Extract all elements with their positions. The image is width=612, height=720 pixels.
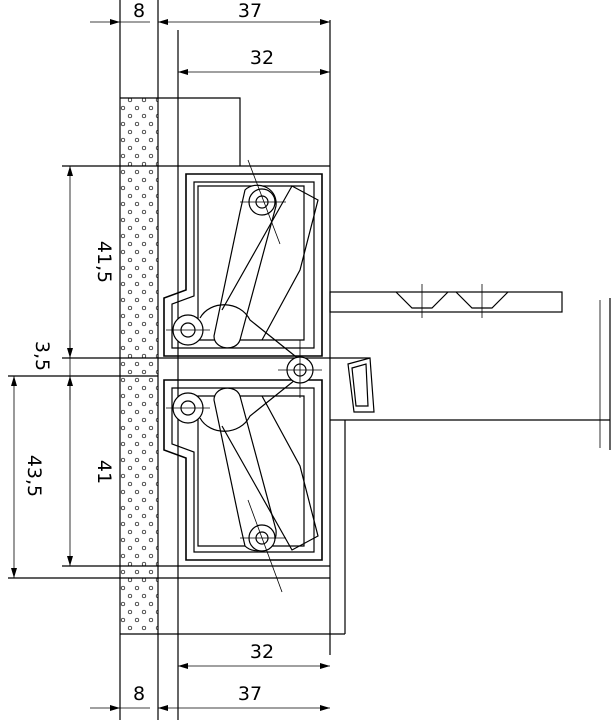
dim-top-inner: 32 [250, 47, 274, 69]
lower-link-arm [199, 375, 319, 552]
dim-bottom-overall: 37 [238, 683, 262, 705]
dim-top-wall: 8 [133, 0, 145, 22]
dim-left-lower: 41 [93, 460, 115, 484]
dim-left-lower-total: 43,5 [23, 455, 45, 497]
dimension-labels: 8 37 32 41,5 3,5 43,5 41 32 8 37 [23, 0, 274, 705]
hinge-body-lower [163, 379, 323, 561]
dim-top-overall: 37 [238, 0, 262, 22]
upper-link-arm [199, 184, 319, 361]
dim-left-gap: 3,5 [31, 341, 53, 371]
pivot-pins [166, 159, 322, 593]
upper-frame-outline [8, 20, 370, 655]
wall-section [119, 0, 179, 720]
door-leaf [329, 284, 611, 450]
dim-bottom-wall: 8 [133, 683, 145, 705]
dimension-lines [11, 19, 330, 711]
dim-left-upper: 41,5 [93, 241, 115, 283]
hinge-body-upper [163, 173, 323, 357]
dim-bottom-inner: 32 [250, 641, 274, 663]
